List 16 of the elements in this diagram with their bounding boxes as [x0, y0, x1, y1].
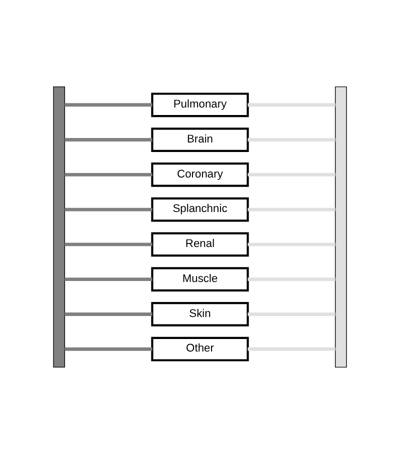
- node-box: Pulmonary: [151, 92, 249, 118]
- connector: [64, 103, 152, 107]
- connector: [64, 347, 152, 351]
- node-box: Renal: [151, 232, 249, 257]
- node-box: Splanchnic: [151, 197, 249, 222]
- node-box: Brain: [151, 128, 249, 152]
- node-box: Muscle: [151, 267, 249, 292]
- connector: [64, 278, 152, 282]
- node-box: Other: [151, 336, 249, 362]
- connector: [64, 208, 152, 212]
- connector: [64, 312, 152, 316]
- connector: [64, 172, 152, 176]
- node-box: Coronary: [151, 162, 249, 187]
- node-box: Skin: [151, 302, 249, 326]
- connector: [64, 138, 152, 142]
- connector: [64, 242, 152, 246]
